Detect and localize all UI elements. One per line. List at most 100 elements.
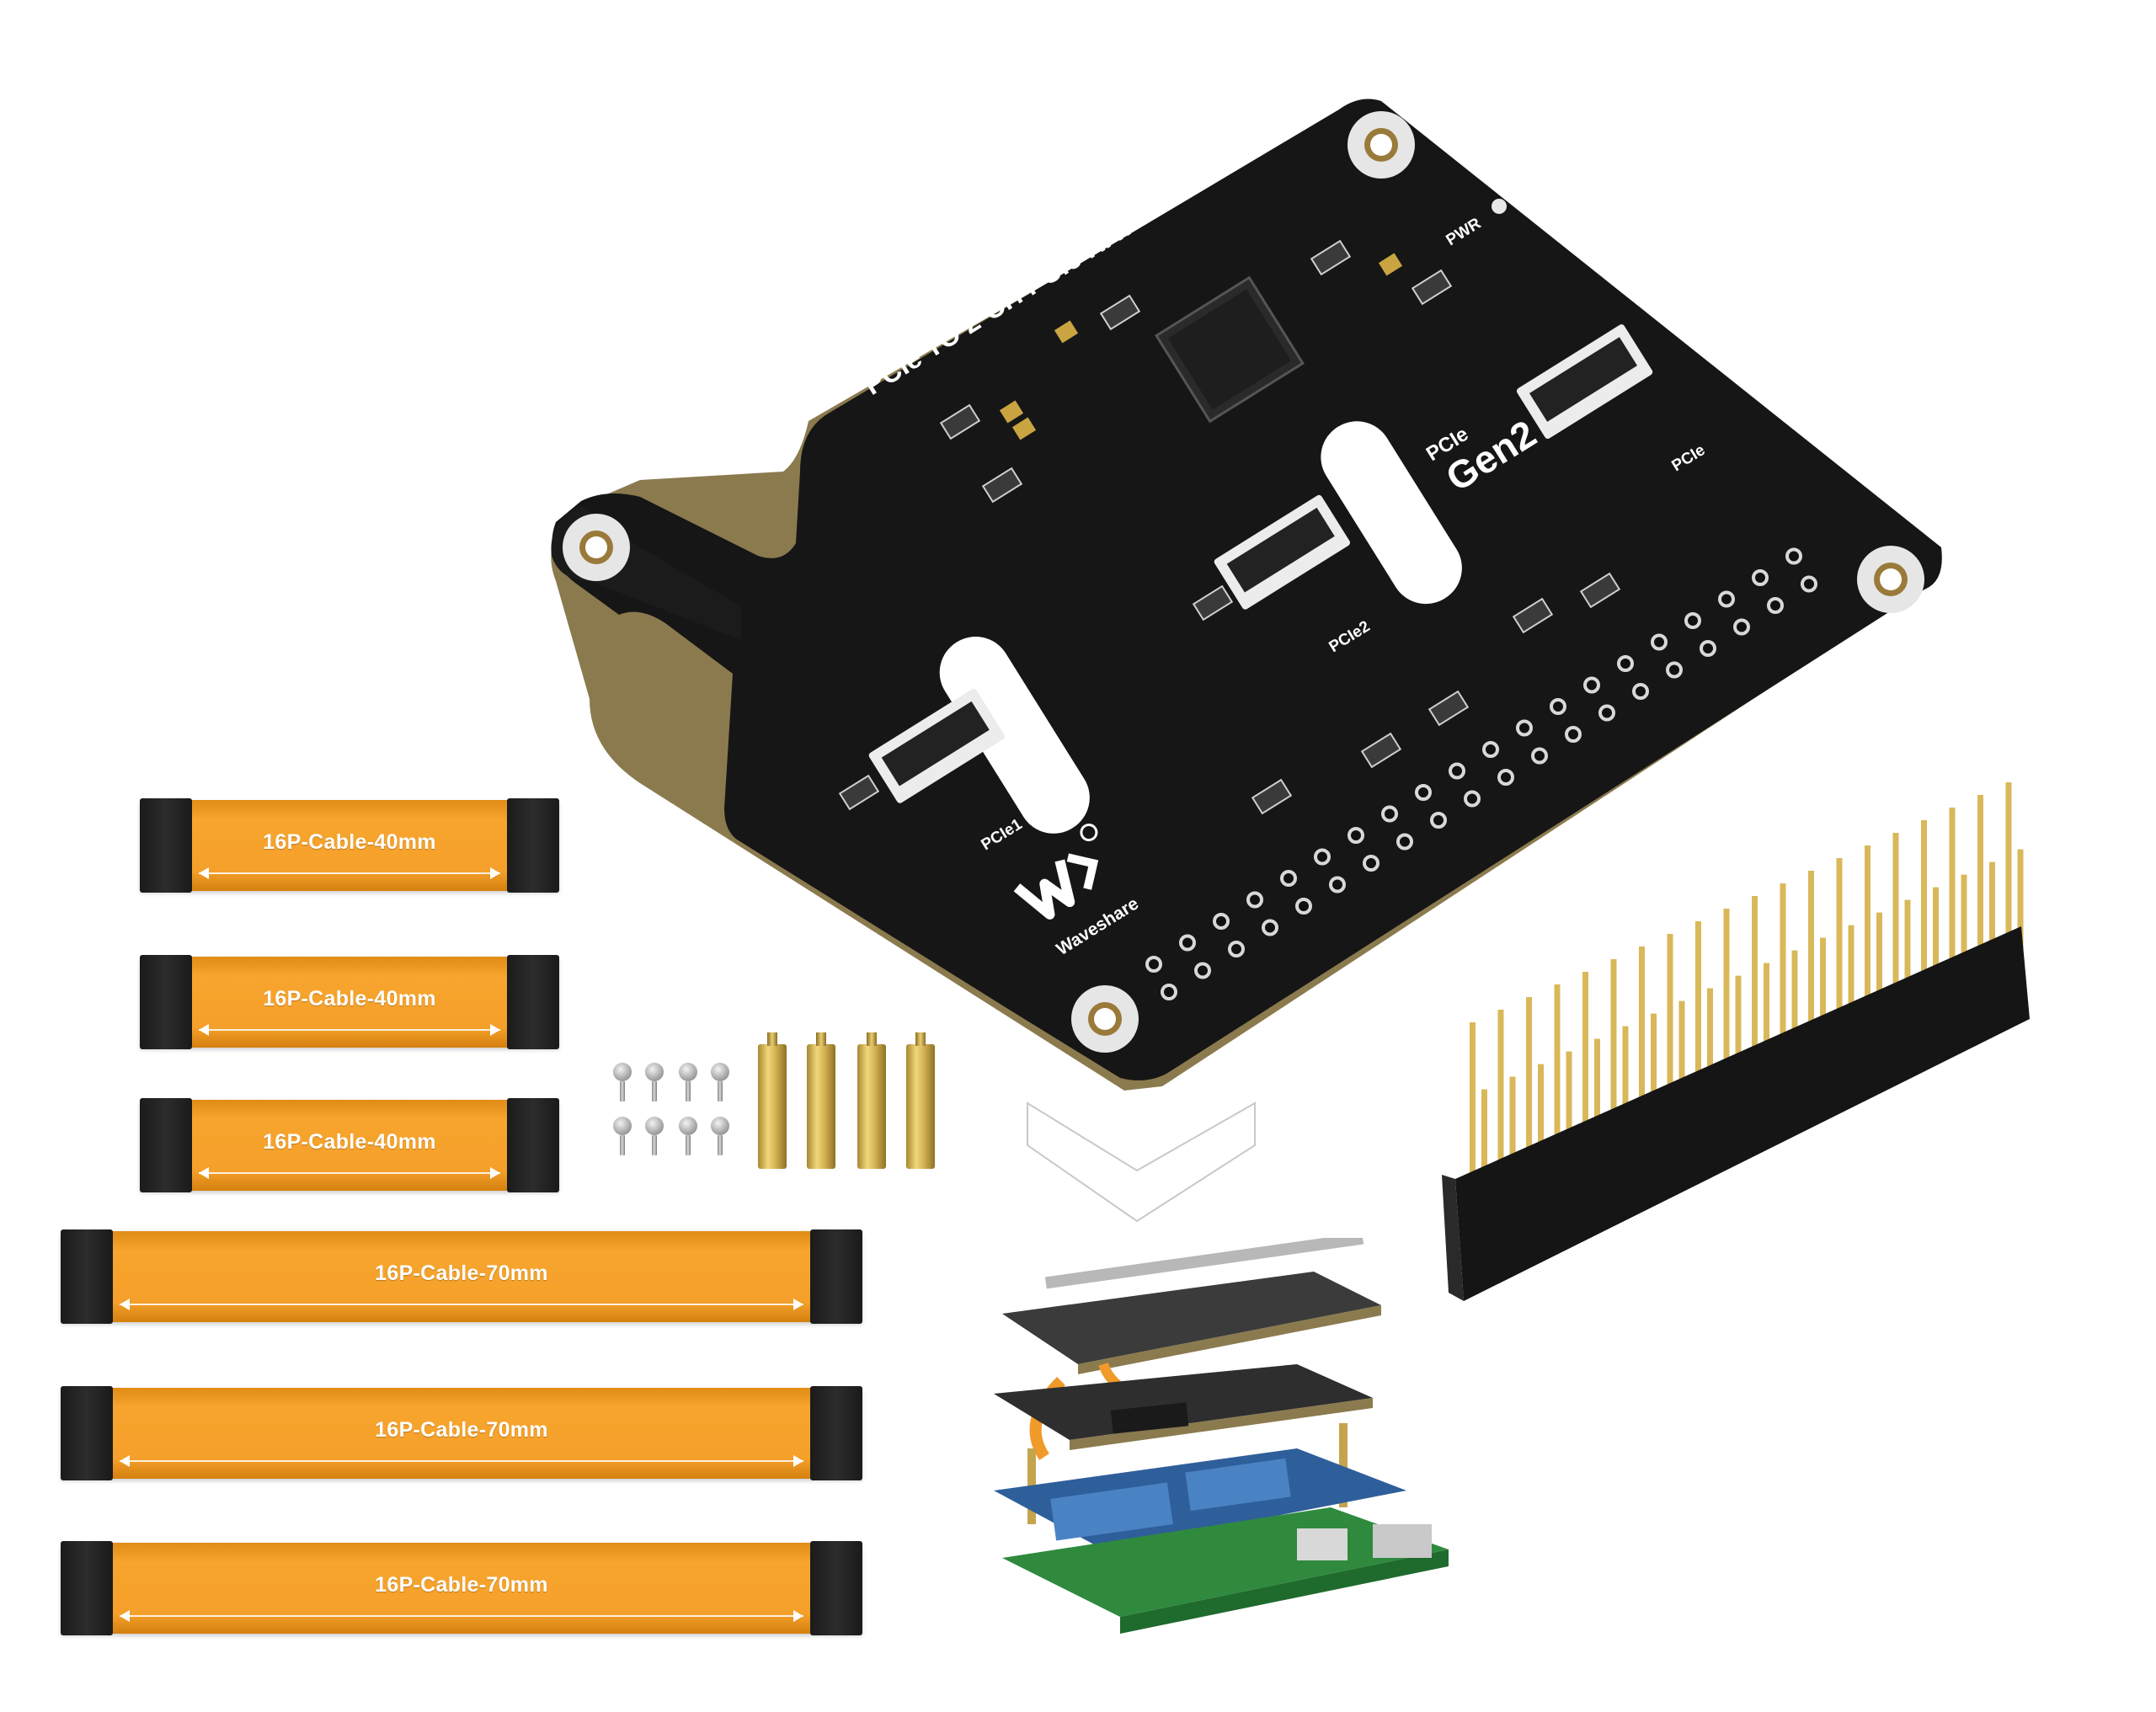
gpio-hole xyxy=(1449,762,1465,780)
mounting-hole xyxy=(1857,546,1924,613)
gpio-hole xyxy=(1752,569,1769,586)
gpio-hole xyxy=(1482,741,1499,758)
header-pin xyxy=(1509,1076,1516,1192)
mounting-hole xyxy=(1348,111,1415,179)
header-pin xyxy=(1678,1000,1685,1116)
screw xyxy=(613,1117,632,1155)
gpio-hole xyxy=(1632,683,1649,700)
gpio-hole xyxy=(1295,898,1312,915)
smd-components xyxy=(838,239,1621,815)
gpio-hole xyxy=(1430,812,1447,829)
header-pin xyxy=(1752,896,1758,1053)
header-pin xyxy=(2017,849,2024,964)
header-pin xyxy=(1949,808,1956,964)
gpio-holes xyxy=(1145,547,1817,1000)
ffc-cable-70mm: 16P-Cable-70mm xyxy=(61,1541,862,1635)
gpio-hole xyxy=(1651,633,1668,651)
pcie-switch-chip xyxy=(1155,275,1305,424)
mounting-hole xyxy=(563,514,630,581)
board-slot xyxy=(1321,421,1462,605)
gpio-hole xyxy=(1733,618,1750,636)
header-pin xyxy=(1791,950,1798,1065)
header-pin xyxy=(1481,1089,1487,1204)
gpio-hole xyxy=(1516,719,1533,737)
header-pin xyxy=(1808,871,1814,1027)
gpio-hole xyxy=(1767,597,1784,614)
header-pin xyxy=(1526,997,1532,1154)
header-side xyxy=(1442,1175,1464,1301)
header-pin xyxy=(1820,937,1826,1053)
screw xyxy=(679,1117,697,1155)
pwr-led xyxy=(1492,199,1507,214)
cable-label: 16P-Cable-70mm xyxy=(375,1573,548,1597)
gpio-hole xyxy=(1179,934,1196,952)
gpio-hole xyxy=(1246,891,1263,909)
header-pin xyxy=(1554,984,1561,1141)
gpio-hole xyxy=(1381,805,1398,823)
header-pin xyxy=(1470,1022,1476,1179)
screw xyxy=(711,1117,729,1155)
gpio-hole xyxy=(1550,698,1566,715)
mounting-hole xyxy=(1071,985,1139,1053)
pcie-connector-top xyxy=(1516,324,1653,440)
header-pin xyxy=(1497,1010,1504,1166)
header-pin xyxy=(1989,861,1995,977)
gpio-hole xyxy=(1262,919,1278,936)
header-pin xyxy=(1904,899,1911,1015)
screw xyxy=(711,1063,729,1101)
screw xyxy=(645,1117,664,1155)
gpio-hole xyxy=(1363,855,1380,872)
assembly-stack-image xyxy=(994,1238,1449,1634)
waveshare-logo-icon xyxy=(1013,824,1099,920)
header-pins xyxy=(1470,782,2024,1204)
header-pin xyxy=(1977,795,1983,952)
gpio-hole xyxy=(1464,790,1481,808)
header-pin xyxy=(1780,883,1786,1040)
header-pin xyxy=(1651,1013,1657,1128)
cable-label: 16P-Cable-70mm xyxy=(375,1261,548,1285)
header-pin xyxy=(1865,845,1870,1002)
ffc-cable-40mm: 16P-Cable-40mm xyxy=(140,955,559,1049)
gpio-hole xyxy=(1583,676,1600,694)
header-pin xyxy=(1594,1038,1600,1154)
gpio-hole xyxy=(1531,747,1548,765)
screw xyxy=(613,1063,632,1101)
gpio-hole xyxy=(1785,547,1802,565)
header-pin xyxy=(1723,909,1730,1065)
header-pin xyxy=(1610,959,1617,1116)
header-pin xyxy=(1876,912,1882,1027)
gpio-hole xyxy=(1396,833,1413,851)
gpio-hole xyxy=(1565,726,1582,743)
cable-label: 16P-Cable-40mm xyxy=(263,987,436,1011)
gpio-hole xyxy=(1718,590,1735,608)
pcie-connector-left xyxy=(868,688,1005,803)
header-pin xyxy=(1735,975,1742,1091)
cable-label: 16P-Cable-40mm xyxy=(263,830,436,854)
header-pin xyxy=(1933,887,1939,1002)
gpio-hole xyxy=(1348,827,1364,844)
screw xyxy=(645,1063,664,1101)
gpio-hole xyxy=(1801,575,1817,593)
cable-label: 16P-Cable-40mm xyxy=(263,1130,436,1154)
header-pin xyxy=(1836,858,1843,1015)
gpio-hole xyxy=(1314,848,1331,866)
gpio-hole xyxy=(1617,655,1634,672)
gpio-hole xyxy=(1228,941,1245,957)
header-pin xyxy=(1667,934,1673,1091)
ffc-cable-40mm: 16P-Cable-40mm xyxy=(140,1098,559,1192)
gpio-hole xyxy=(1598,704,1615,722)
header-pin xyxy=(1892,833,1899,989)
header-pin xyxy=(1921,820,1927,977)
gpio-hole xyxy=(1415,784,1432,801)
gpio-hole xyxy=(1213,913,1230,930)
pcie-connector-mid xyxy=(1214,494,1350,610)
tantalum-capacitors xyxy=(999,253,1403,440)
gpio-hole xyxy=(1666,661,1683,679)
gpio-hole xyxy=(1684,612,1701,629)
brass-standoff xyxy=(857,1032,886,1169)
header-pin xyxy=(1582,972,1588,1128)
header-pin xyxy=(1961,874,1967,989)
brass-standoff xyxy=(758,1032,787,1169)
header-pin xyxy=(1707,988,1713,1103)
